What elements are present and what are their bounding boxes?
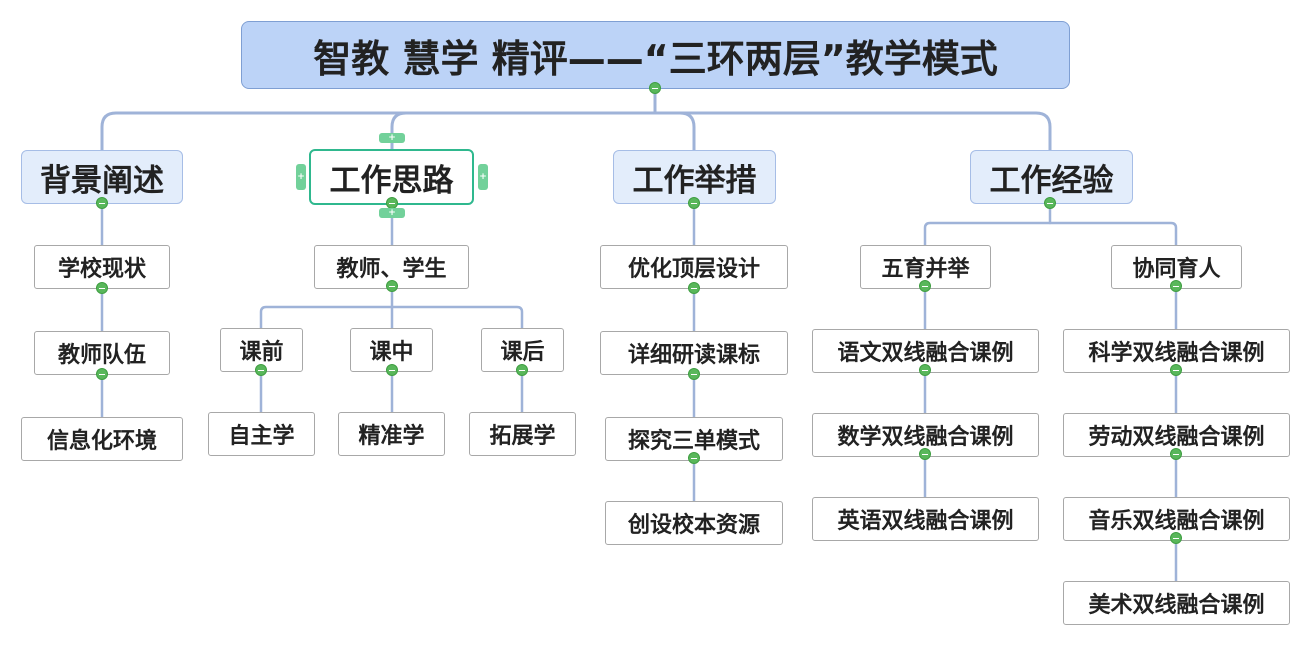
root-topic[interactable]: 智教 慧学 精评——“三环两层”教学模式 (241, 21, 1070, 89)
collapse-minus-icon[interactable] (386, 364, 398, 376)
expand-plus-icon[interactable]: + (379, 208, 405, 218)
expand-plus-icon[interactable]: + (478, 164, 488, 190)
collapse-minus-icon[interactable] (919, 280, 931, 292)
measure-item[interactable]: 详细研读课标 (600, 331, 788, 375)
measure-item[interactable]: 探究三单模式 (605, 417, 783, 461)
experience-item[interactable]: 数学双线融合课例 (812, 413, 1039, 457)
experience-item[interactable]: 美术双线融合课例 (1063, 581, 1290, 625)
branch-experience[interactable]: 工作经验 (970, 150, 1133, 204)
collapse-minus-icon[interactable] (919, 364, 931, 376)
phase-in-class[interactable]: 课中 (350, 328, 433, 372)
expand-plus-icon[interactable]: + (379, 133, 405, 143)
collapse-minus-icon[interactable] (688, 368, 700, 380)
measure-item[interactable]: 优化顶层设计 (600, 245, 788, 289)
experience-item[interactable]: 英语双线融合课例 (812, 497, 1039, 541)
collapse-minus-icon[interactable] (1170, 364, 1182, 376)
collapse-minus-icon[interactable] (386, 197, 398, 209)
background-item[interactable]: 教师队伍 (34, 331, 170, 375)
branch-approach[interactable]: 工作思路 (309, 149, 474, 205)
collapse-minus-icon[interactable] (919, 448, 931, 460)
background-item[interactable]: 信息化环境 (21, 417, 183, 461)
collapse-minus-icon[interactable] (1170, 448, 1182, 460)
collapse-minus-icon[interactable] (96, 368, 108, 380)
collapse-minus-icon[interactable] (96, 197, 108, 209)
collapse-minus-icon[interactable] (96, 282, 108, 294)
phase-child[interactable]: 自主学 (208, 412, 315, 456)
branch-background[interactable]: 背景阐述 (21, 150, 183, 204)
collapse-minus-icon[interactable] (688, 282, 700, 294)
collapse-minus-icon[interactable] (649, 82, 661, 94)
measure-item[interactable]: 创设校本资源 (605, 501, 783, 545)
collapse-minus-icon[interactable] (516, 364, 528, 376)
collapse-minus-icon[interactable] (386, 280, 398, 292)
phase-child[interactable]: 拓展学 (469, 412, 576, 456)
collapse-minus-icon[interactable] (1170, 532, 1182, 544)
collapse-minus-icon[interactable] (688, 452, 700, 464)
phase-child[interactable]: 精准学 (338, 412, 445, 456)
branch-measures[interactable]: 工作举措 (613, 150, 776, 204)
collapse-minus-icon[interactable] (1044, 197, 1056, 209)
collapse-minus-icon[interactable] (255, 364, 267, 376)
collapse-minus-icon[interactable] (1170, 280, 1182, 292)
collapse-minus-icon[interactable] (688, 197, 700, 209)
expand-plus-icon[interactable]: + (296, 164, 306, 190)
